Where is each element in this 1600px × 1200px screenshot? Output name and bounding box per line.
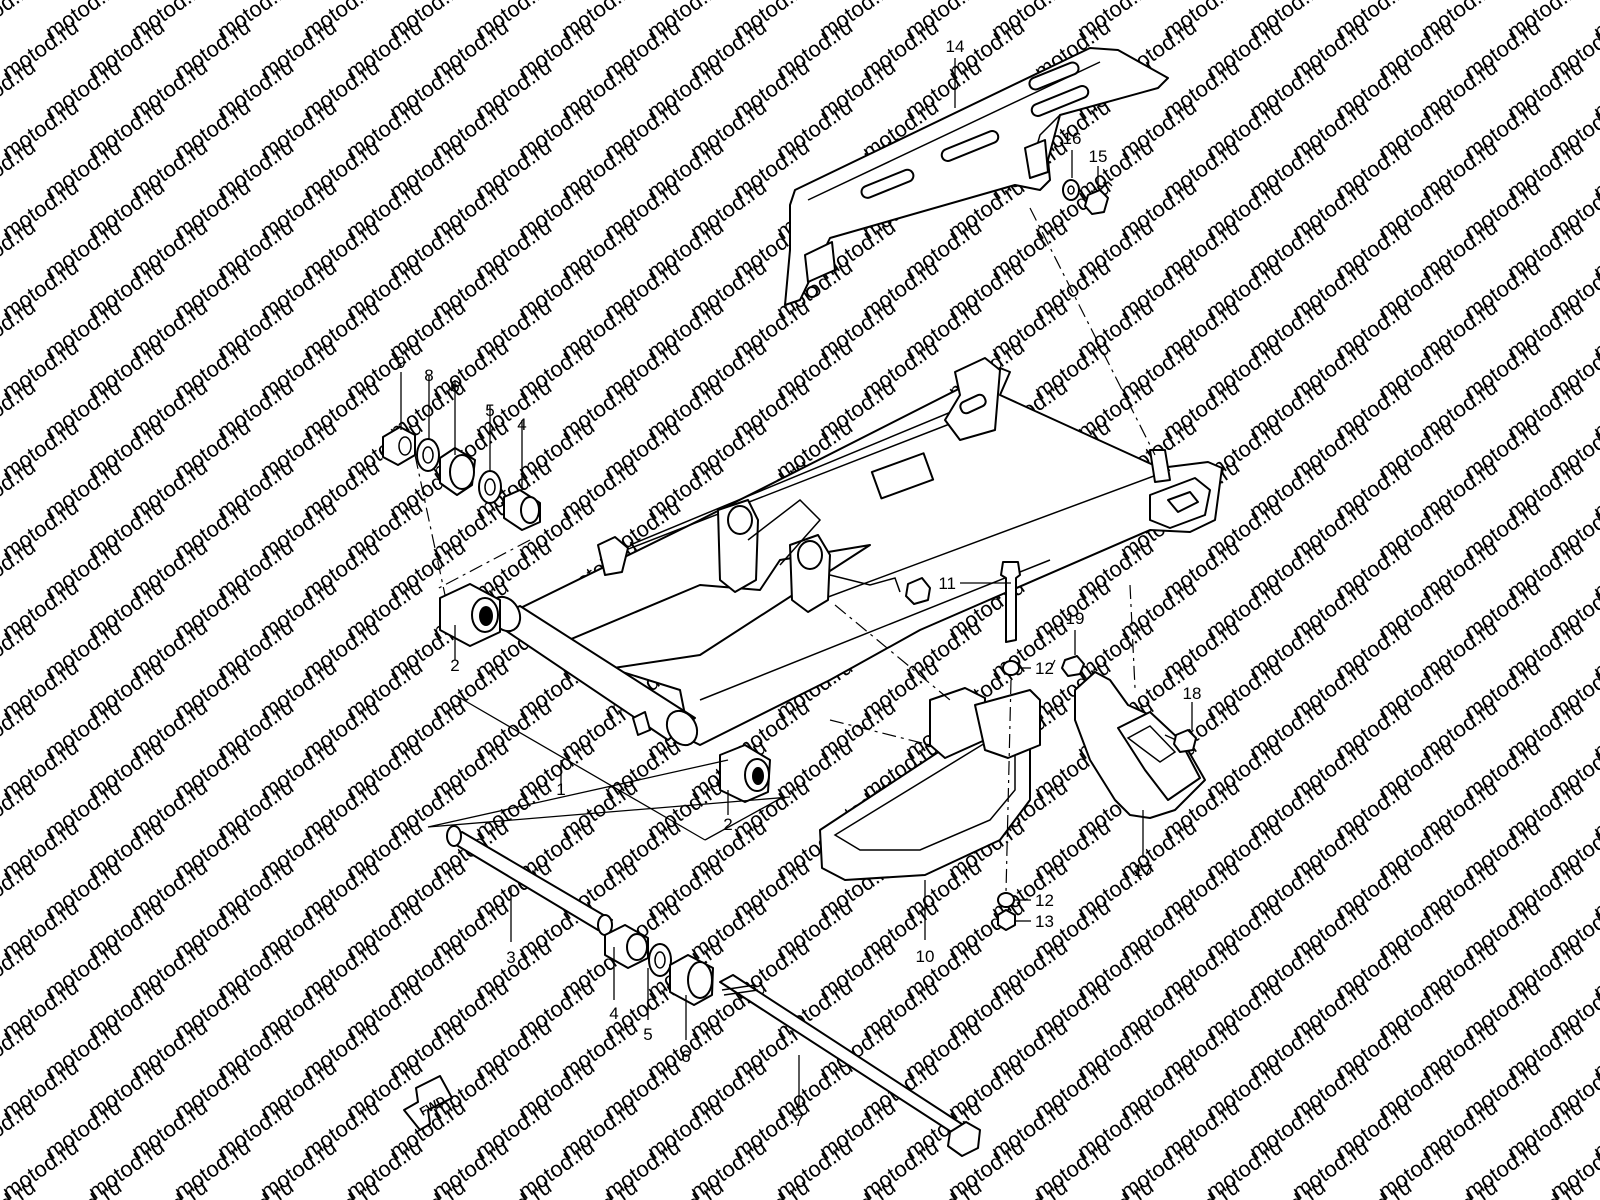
part-pivot-bolt-7 [719,974,981,1157]
part-collar-6-upper [439,447,476,496]
callout-5-lower: 5 [643,1025,652,1044]
callout-9: 9 [396,353,405,372]
watermark-text: motod.ru [41,1174,126,1200]
part-washer-16 [1062,179,1080,201]
part-chain-guard-17 [1074,671,1206,819]
callout-4-lower: 4 [609,1004,618,1023]
part-chain-case [784,47,1169,306]
watermark-text: motod.ru [213,1174,298,1200]
watermark-text: motod.ru [471,1174,556,1200]
part-chain-guide-10 [819,687,1041,881]
part-collar-12-upper [1002,660,1020,676]
part-washer-8 [416,438,440,472]
callout-8: 8 [424,366,433,385]
callout-6-upper: 6 [450,377,459,396]
callout-11: 11 [938,574,956,593]
callout-1: 1 [556,780,565,799]
callout-17: 17 [1134,861,1153,880]
part-washer-5-upper [478,470,502,504]
callout-5-upper: 5 [485,401,494,420]
watermark-text: motod.ru [299,1174,384,1200]
watermark-text: motod.ru [1589,0,1600,44]
callout-2-upper: 2 [450,656,459,675]
leader-lines [400,58,1193,1108]
callout-6-lower: 6 [681,1047,690,1066]
watermark-text: motod.ru [385,1174,470,1200]
part-spacer-3 [446,825,613,936]
callout-14: 14 [946,37,965,56]
callout-15: 15 [1089,147,1108,166]
callout-12-upper: 12 [1035,659,1054,678]
watermark-text: motod.ru [1331,1174,1416,1200]
assembly-lines [414,207,1156,893]
callout-7: 7 [794,1111,803,1130]
callout-19: 19 [1066,609,1085,628]
part-washer-5-lower [648,943,672,977]
part-bearing-4-lower [604,924,649,969]
callout-18: 18 [1183,684,1202,703]
watermark-text: motod.ru [729,1174,814,1200]
watermark-text: motod.ru [643,1174,728,1200]
part-bolt-18 [1164,729,1197,753]
callout-2-lower: 2 [723,815,732,834]
watermark-text: motod.ru [987,1174,1072,1200]
reference-lines [427,694,791,841]
watermark-text: motod.ru [1073,1174,1158,1200]
watermark-text: motod.ru [1503,1174,1588,1200]
watermark-text: motod.ru [815,1174,900,1200]
part-bearing-4-upper [503,489,541,531]
callout-4-upper: 4 [517,415,526,434]
callout-12-lower: 12 [1035,891,1054,910]
watermark-text: motod.ru [1417,1174,1502,1200]
watermark-text: motod.ru [1159,1174,1244,1200]
callout-labels: 14 16 15 9 8 6 5 4 11 19 12 18 2 1 2 17 … [396,37,1201,1130]
callout-16: 16 [1063,129,1082,148]
watermark-text: motod.ru [127,1174,212,1200]
part-bolt-11 [1000,561,1021,643]
callout-10: 10 [916,947,935,966]
callout-13: 13 [1035,912,1054,931]
part-collar-12-lower [997,892,1015,908]
part-swing-arm [488,357,1223,747]
part-bolt-19 [1061,655,1085,677]
part-bolt-15 [1084,180,1113,215]
watermark-text: motod.ru [901,1174,986,1200]
callout-3: 3 [506,948,515,967]
watermark-text: motod.ru [557,1174,642,1200]
part-bushing-2-lower [719,744,771,803]
part-collar-6-lower [669,954,714,1006]
part-nut-13 [997,909,1016,931]
watermark-text: motod.ru [1245,1174,1330,1200]
